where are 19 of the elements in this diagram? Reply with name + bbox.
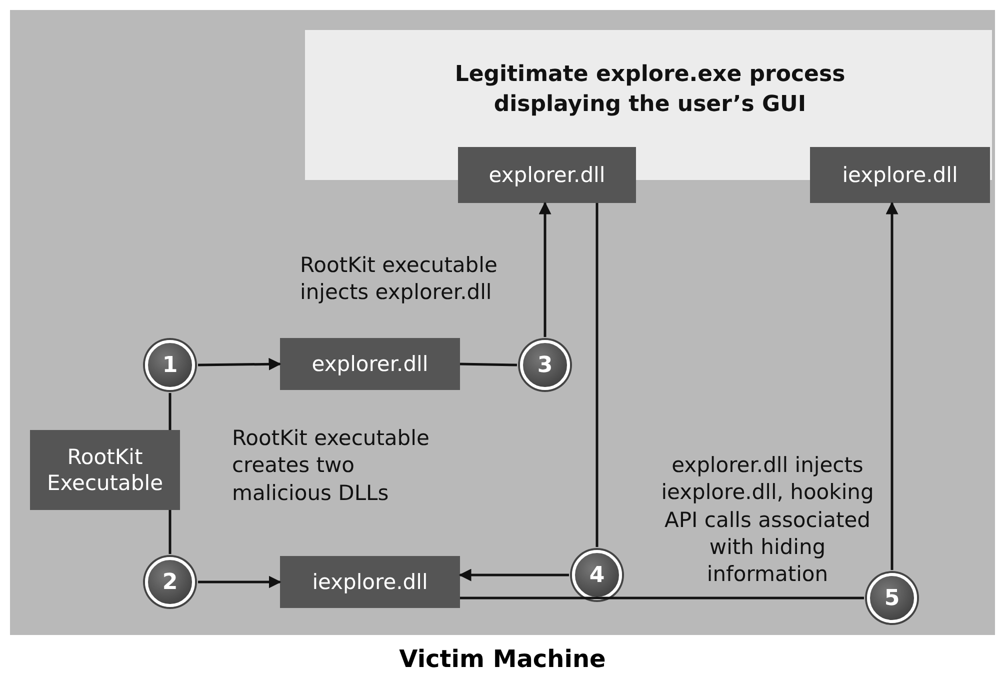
dll-box: explorer.dll: [458, 147, 636, 203]
annotation-text: RootKit executable injects explorer.dll: [300, 252, 498, 306]
dll-box: iexplore.dll: [280, 556, 460, 608]
arrow: [198, 358, 282, 370]
dll-box: iexplore.dll: [810, 147, 990, 203]
dll-box: explorer.dll: [280, 338, 460, 390]
panel-title: Victim Machine: [398, 645, 607, 673]
dll-box: RootKit Executable: [30, 430, 180, 510]
annotation-text: RootKit executable creates two malicious DLLs: [232, 425, 430, 507]
arrow: [198, 576, 282, 588]
process-title: Legitimate explore.exe process displaying the user’s GUI: [454, 61, 846, 119]
arrow: [886, 202, 898, 570]
connector-line: [168, 393, 172, 430]
connector-line: [596, 203, 598, 547]
connector-line: [460, 596, 864, 600]
connector-line: [460, 362, 518, 366]
arrow: [538, 202, 552, 337]
connector-line: [168, 510, 172, 554]
arrow: [458, 568, 569, 582]
